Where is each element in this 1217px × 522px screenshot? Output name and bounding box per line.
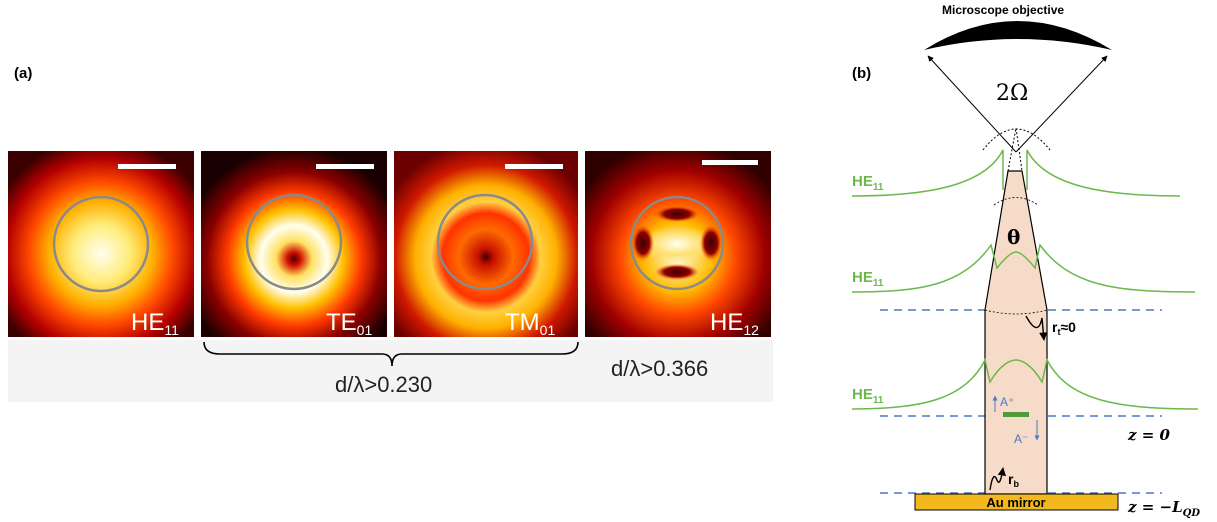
angle-label: 2Ω [996,81,1028,106]
theta-label: θ [1007,225,1020,249]
mode-tm01-main: TM [505,309,540,336]
rb-label-main: r [1008,471,1014,487]
a-plus-label: A⁺ [1000,395,1014,409]
svg-text:HE11: HE11 [131,309,179,338]
svg-text:rb: rb [1008,471,1019,489]
rt-label-sub: t [1057,327,1060,337]
fiber-outline [629,195,725,291]
mode-te01-field [201,151,387,337]
mode-he11-main: HE [131,309,164,336]
svg-text:z = −LQD: z = −LQD [1127,498,1200,519]
profile-middle [851,243,1196,293]
dark-lobe [655,264,699,280]
rt-arrow [1025,315,1048,341]
a-minus-label: A⁻ [1014,432,1028,446]
mode-te01: TE01 [201,151,387,338]
profile-label-sub: 11 [873,395,884,406]
mirror-label: Au mirror [986,495,1045,510]
tip-extension [1007,127,1023,172]
rb-arrow [989,467,1007,491]
cone-line-right [1015,55,1108,153]
mode-tm01-sub: 01 [540,322,556,338]
svg-text:rt≈0: rt≈0 [1052,319,1076,337]
rb-label-sub: b [1013,479,1019,489]
profile-label-main: HE [852,269,873,286]
angle-arc [982,128,1051,151]
dark-lobe [700,225,722,261]
mode-te01-main: TE [326,309,357,336]
theta-arc [993,197,1039,206]
profile-label-sub: 11 [873,182,884,193]
profile-top-left [851,149,1004,197]
scale-bar [702,160,758,165]
taper-junction [984,309,1048,315]
zl-label-sub: QD [1183,508,1201,519]
mode-he11-sub: 11 [164,322,179,338]
cone-line-left [927,55,1017,153]
fiber-outline [52,195,150,293]
panel-b-label: (b) [852,65,871,82]
svg-text:HE11: HE11 [852,386,884,406]
profile-top-right [1026,149,1181,197]
svg-text:HE11: HE11 [852,173,884,193]
mode-he12: HE12 [585,151,771,338]
fiber-outline [436,193,534,291]
z0-label: z = 0 [1127,426,1171,444]
dark-lobe [655,206,699,222]
mode-he12-sub: 12 [743,322,759,338]
mode-tm01-field [394,151,578,337]
svg-text:TE01: TE01 [326,309,372,338]
scale-bar [118,164,176,169]
zl-label-main: z = −L [1127,498,1183,516]
panel-a-label: (a) [14,65,32,82]
mode-he12-main: HE [710,309,743,336]
quantum-dot [1003,412,1029,417]
microscope-objective [924,21,1112,50]
au-mirror [914,493,1119,511]
mode-he11-field [8,151,194,337]
mode-profiles [851,149,1199,410]
scale-bar [505,164,563,169]
scale-bar [316,164,374,169]
rt-label-tail: ≈0 [1060,319,1076,335]
mode-he11: HE11 [8,151,194,338]
profile-label-sub: 11 [873,278,884,289]
mode-te01-sub: 01 [357,322,373,338]
svg-text:HE11: HE11 [852,269,884,289]
mode-tm01: TM01 [394,151,578,338]
profile-bottom [851,357,1199,410]
condition-label-main: d/λ>0.230 [335,372,432,397]
svg-text:TM01: TM01 [505,309,555,338]
condition-label-side: d/λ>0.366 [611,356,708,381]
fiber-outline [245,193,343,291]
svg-text:HE12: HE12 [710,309,759,338]
profile-label-main: HE [852,386,873,403]
background-strip [8,340,773,402]
objective-label: Microscope objective [942,3,1064,17]
profile-label-main: HE [852,173,873,190]
rt-label-main: r [1052,319,1058,335]
brace [203,341,579,367]
dark-lobe [632,225,654,261]
center-lobe [637,226,717,262]
